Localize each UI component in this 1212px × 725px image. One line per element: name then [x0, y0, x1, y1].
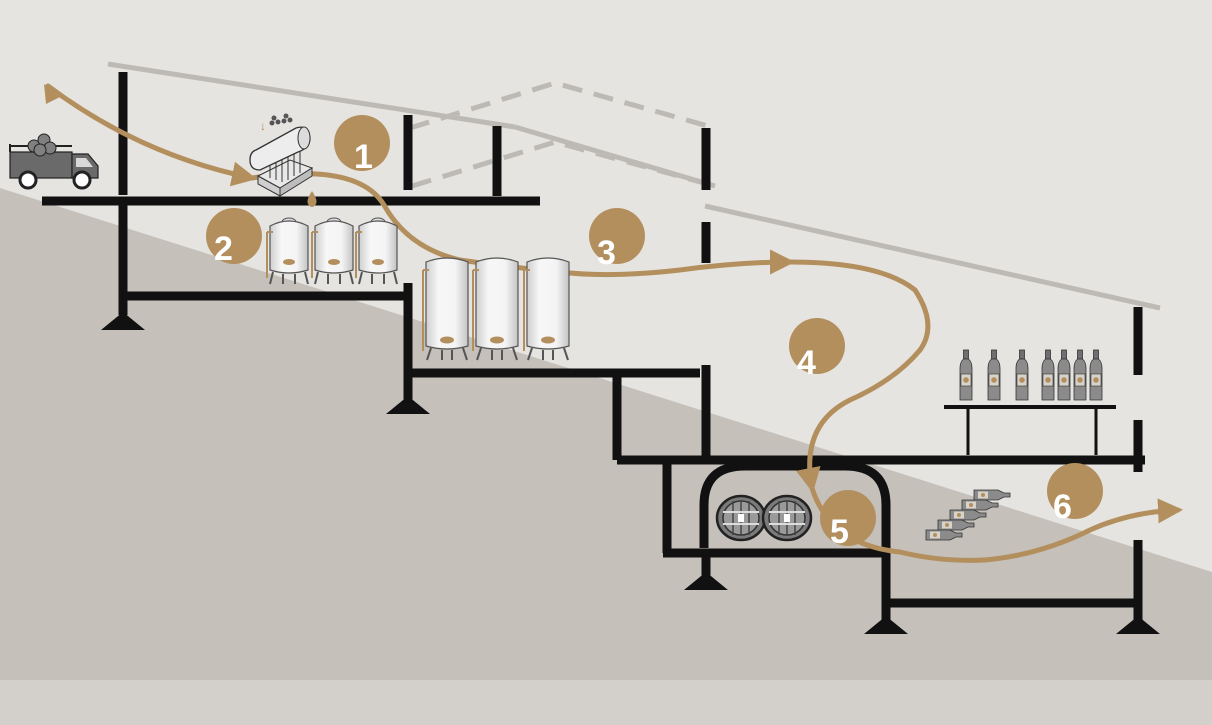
- hillside-ground: [0, 188, 1212, 680]
- step-badge-2: 2: [206, 208, 262, 268]
- small-steel-tank-icon: [311, 217, 354, 285]
- wine-bottle-icon: [1089, 349, 1103, 401]
- bottom-band: [0, 680, 1212, 725]
- large-steel-tank-icon: [422, 257, 469, 361]
- step-badge-4: 4: [789, 318, 845, 382]
- small-steel-tank-icon: [355, 217, 398, 285]
- process-flow-path: [44, 83, 1183, 563]
- small-tanks-group: [266, 217, 398, 285]
- step-badge-1: 1: [334, 115, 390, 176]
- support-feet: [101, 312, 1160, 634]
- step-number: 1: [354, 138, 373, 176]
- large-tanks-group: [422, 257, 570, 361]
- step-number: 4: [797, 344, 816, 382]
- wine-bottle-icon: [1015, 349, 1029, 401]
- svg-text:↓: ↓: [260, 119, 266, 133]
- step-number: 5: [830, 513, 849, 551]
- oak-barrel-icon: [715, 494, 767, 542]
- juice-drop-icon: [307, 191, 317, 207]
- step-number: 2: [214, 230, 233, 268]
- step-number: 6: [1053, 488, 1072, 526]
- oak-barrel-icon: [761, 494, 813, 542]
- step-badge-3: 3: [589, 208, 645, 272]
- step-badge-6: 6: [1047, 463, 1103, 526]
- wine-bottle-icon: [1073, 349, 1087, 401]
- wine-bottle-icon: [959, 349, 973, 401]
- step-number: 3: [597, 234, 616, 272]
- small-steel-tank-icon: [266, 217, 309, 285]
- delivery-truck-icon: [9, 133, 99, 190]
- bottles-group: [959, 349, 1103, 401]
- wine-bottle-icon: [987, 349, 1001, 401]
- step-badge-5: 5: [820, 490, 876, 551]
- large-steel-tank-icon: [472, 257, 519, 361]
- roof-dashed-lines: [409, 80, 716, 189]
- bottling-table: [944, 405, 1116, 455]
- large-steel-tank-icon: [523, 257, 570, 361]
- building-structure: [42, 72, 1145, 620]
- wine-bottle-icon: [1041, 349, 1055, 401]
- wine-bottle-icon: [1057, 349, 1071, 401]
- grape-sorting-machine-icon: ↓: [249, 113, 314, 197]
